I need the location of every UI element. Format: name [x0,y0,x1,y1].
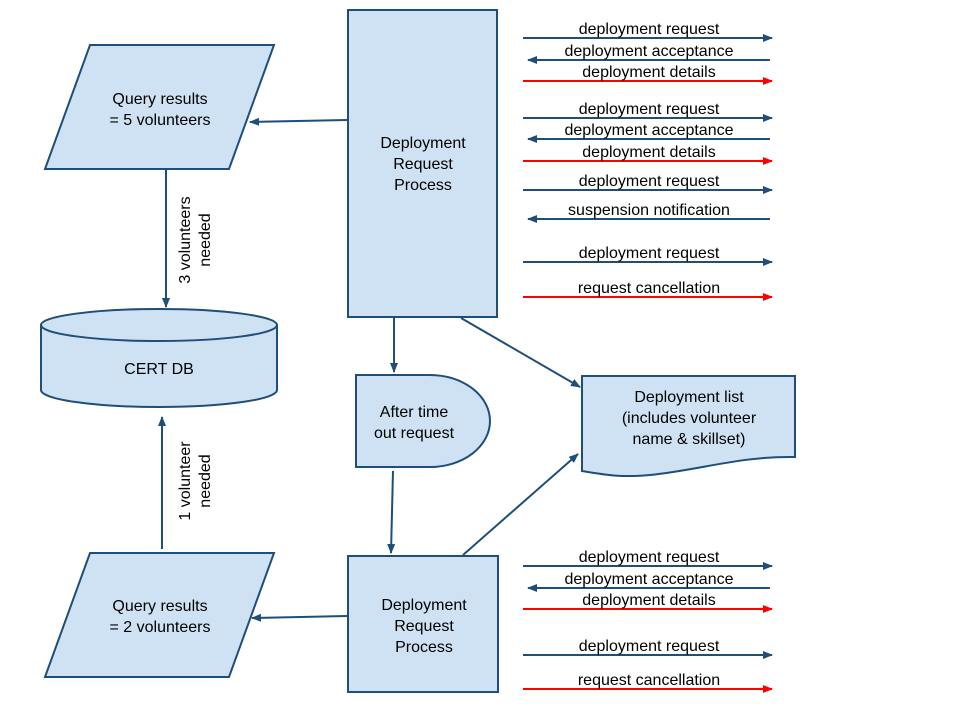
message-arrow: deployment acceptance [527,43,770,64]
deployment-request-process-top-node[interactable]: Deployment Request Process [347,9,498,318]
node-label-line: Deployment list [634,389,744,406]
message-label: deployment request [579,245,720,262]
message-label: deployment acceptance [565,43,734,60]
edge-label-line: needed [197,213,214,266]
message-arrow: deployment request [523,638,773,659]
message-label: deployment details [582,592,715,609]
message-arrow: deployment request [523,245,773,266]
message-arrow: deployment request [523,173,773,194]
message-arrow: deployment acceptance [527,122,770,143]
timeout-delay-node[interactable]: After time out request [355,374,491,468]
node-label-line: Query results [112,598,207,615]
message-arrow: deployment request [523,101,773,122]
message-label: deployment request [579,21,720,38]
message-arrow: deployment details [523,144,773,165]
document-shape [581,375,796,478]
node-label-line: CERT DB [124,361,194,378]
edge-label-line: 3 volunteers [177,196,194,283]
message-label: deployment request [579,173,720,190]
node-label-line: After time [380,404,449,421]
message-arrow: request cancellation [523,280,773,301]
node-label-line: Request [394,618,454,635]
message-label: deployment request [579,549,720,566]
edge-label-3-volunteers: 3 volunteers needed [177,196,214,283]
cylinder-body [40,324,278,408]
message-label: deployment details [582,144,715,161]
message-label: request cancellation [578,280,720,297]
message-list-top: deployment request deployment acceptance d… [523,21,773,301]
node-label-line: Request [393,156,453,173]
message-arrow: deployment details [523,592,773,613]
node-label-line: name & skillset) [633,431,746,448]
deployment-list-node[interactable]: Deployment list (includes volunteer name… [581,375,796,478]
parallelogram-shape [43,44,276,170]
message-label: deployment acceptance [565,122,734,139]
message-arrow: deployment request [523,21,773,42]
node-label-line: (includes volunteer [622,410,757,427]
edge-label-1-volunteer: 1 volunteer needed [177,441,214,521]
connector-process-bottom-to-list [462,453,579,556]
edge-label-line: needed [197,454,214,507]
deployment-request-process-bottom-node[interactable]: Deployment Request Process [347,555,499,693]
delay-shape [355,374,491,468]
node-label-line: Deployment [381,597,467,614]
node-label-line: Query results [112,91,207,108]
query-results-top-node[interactable]: Query results = 5 volunteers [43,44,276,170]
node-label-line: = 5 volunteers [110,112,211,129]
process-box [347,9,498,318]
message-label: deployment details [582,64,715,81]
message-arrow: deployment details [523,64,773,85]
connector-process-bottom-to-query-bottom [251,613,348,622]
node-label-line: out request [374,425,455,442]
cert-db-node[interactable]: CERT DB [40,308,278,408]
message-arrow: deployment acceptance [527,571,770,592]
message-arrow: request cancellation [523,672,773,693]
message-label: deployment request [579,101,720,118]
message-label: deployment request [579,638,720,655]
node-label-line: Deployment [380,135,466,152]
message-arrow: suspension notification [527,202,770,223]
connector-process-top-to-query-top [249,117,348,126]
query-results-bottom-node[interactable]: Query results = 2 volunteers [43,552,276,678]
node-label-line: = 2 volunteers [110,619,211,636]
edge-label-line: 1 volunteer [177,441,194,521]
connector-process-top-to-list [460,317,581,388]
cylinder-top [40,308,278,342]
node-label-line: Process [394,177,452,194]
message-list-bottom: deployment request deployment acceptance d… [523,549,773,693]
message-arrow: deployment request [523,549,773,570]
node-label-line: Process [395,639,453,656]
parallelogram-shape [43,552,276,678]
connector-timeout-to-process-bottom [387,470,396,554]
process-box [347,555,499,693]
message-label: suspension notification [568,202,730,219]
message-label: deployment acceptance [565,571,734,588]
message-label: request cancellation [578,672,720,689]
